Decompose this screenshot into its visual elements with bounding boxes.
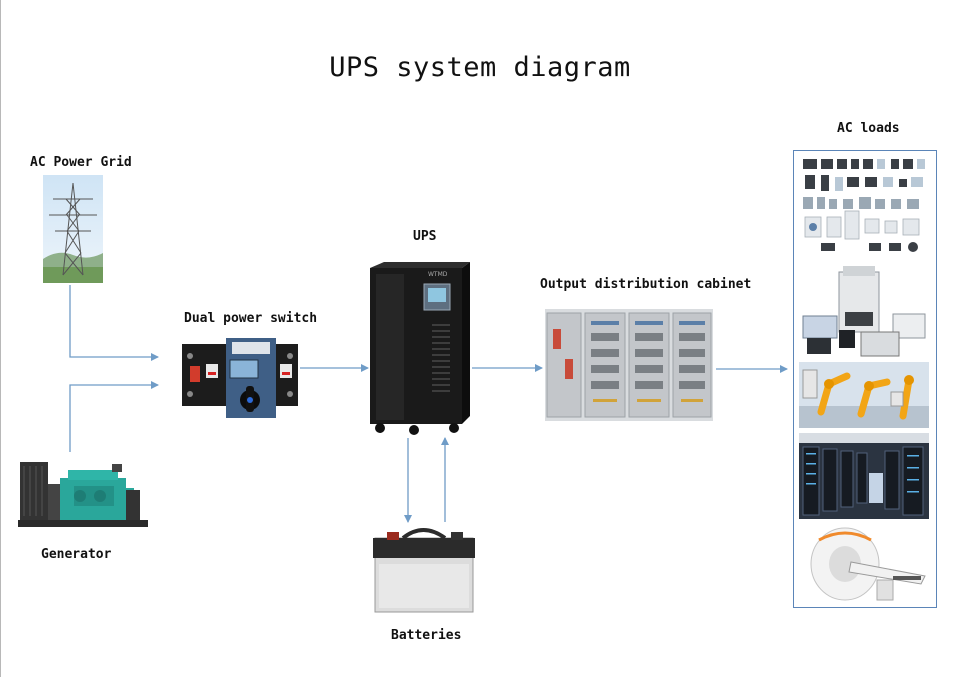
ac-power-grid-label: AC Power Grid [30,155,132,170]
dual-switch-icon [182,338,298,418]
ac-loads-label: AC loads [837,121,900,136]
ct-scanner-icon [799,524,929,604]
battery-icon [373,528,475,613]
batteries-label: Batteries [391,628,462,643]
generator-label: Generator [41,547,112,562]
ups-cabinet-icon: WTMD [370,262,470,435]
appliances-icon [799,155,929,257]
arrow-generator-to-switch [69,381,159,452]
transmission-tower-icon [43,175,103,283]
robot-arms-icon [799,362,929,428]
ups-label: UPS [413,229,437,244]
distribution-cabinet-icon [545,309,713,421]
page-title: UPS system diagram [329,52,631,83]
office-equipment-icon [799,262,929,358]
generator-icon [18,462,148,527]
dual-power-switch-label: Dual power switch [184,311,318,326]
arrow-grid-to-switch [69,285,159,361]
output-distribution-cabinet-label: Output distribution cabinet [540,277,752,292]
frame-left-border [0,0,1,677]
ups-brand-text: WTMD [428,271,448,278]
server-racks-icon [799,433,929,519]
